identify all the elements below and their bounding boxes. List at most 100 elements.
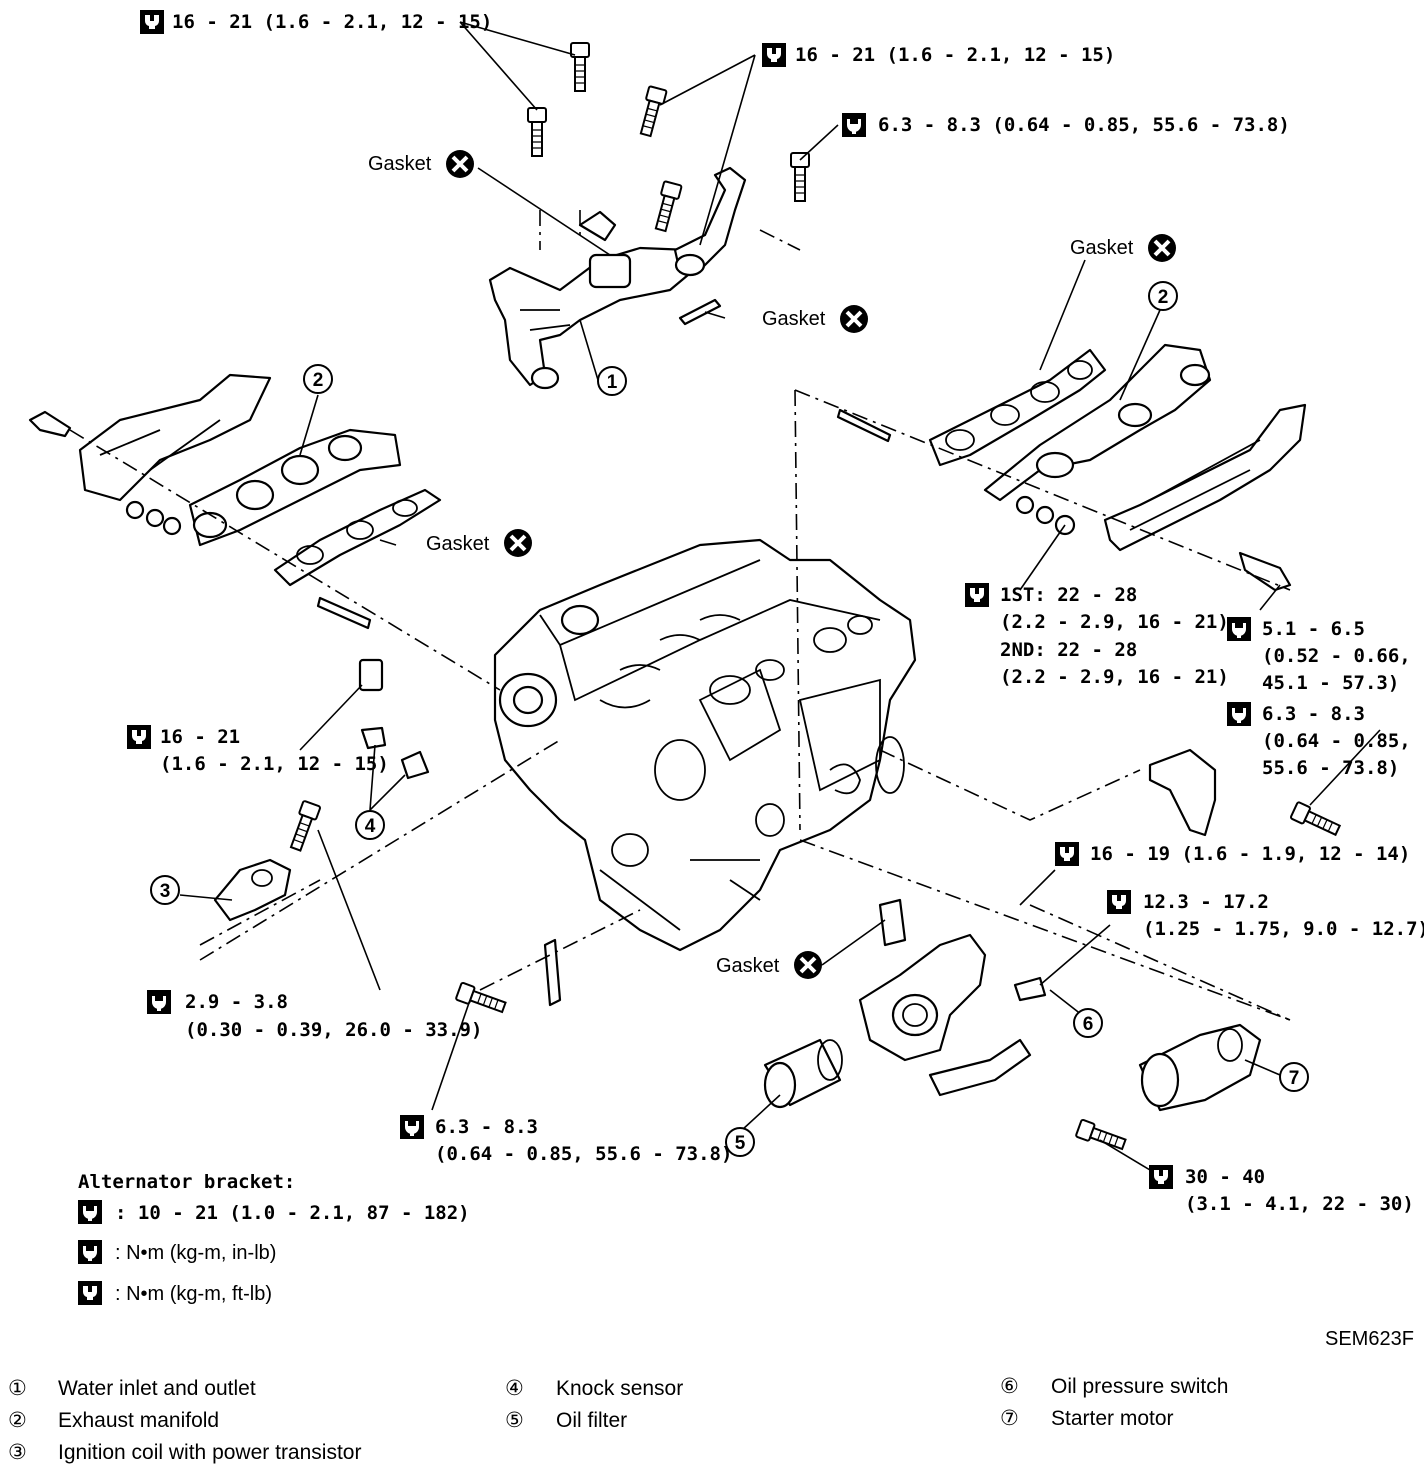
bolt-top-2 — [570, 42, 590, 92]
alternator-bracket-title: Alternator bracket: — [78, 1171, 295, 1193]
callout-1: 1 — [597, 366, 627, 396]
leader-lines — [179, 21, 1381, 1171]
torque-right-1619: 16 - 19 (1.6 - 1.9, 12 - 14) — [1090, 843, 1410, 865]
torque-left-16-b: (1.6 - 2.1, 12 - 15) — [160, 753, 389, 775]
svg-text:5: 5 — [735, 1133, 746, 1154]
knock-sensor — [358, 658, 430, 780]
torque-starter-30-b: (3.1 - 4.1, 22 - 30) — [1185, 1193, 1414, 1215]
gasket-label: Gasket — [368, 153, 432, 175]
bolt-top-4 — [650, 180, 683, 234]
torque-right-1st: 1ST: 22 - 28 — [1000, 584, 1137, 606]
torque-ftlb-icon — [1149, 1165, 1173, 1189]
engine-block — [493, 538, 917, 952]
torque-bottom-63: 6.3 - 8.3 — [435, 1116, 538, 1138]
bolt-top-5 — [790, 152, 810, 202]
torque-right-2nd: 2ND: 22 - 28 — [1000, 639, 1137, 661]
legend-text: Starter motor — [1051, 1407, 1174, 1430]
legend-text: Water inlet and outlet — [58, 1377, 256, 1400]
unit-inlb: : N•m (kg-m, in-lb) — [115, 1242, 276, 1264]
torque-inlb-icon — [400, 1115, 424, 1139]
bolt-top-3 — [635, 85, 668, 139]
torque-ftlb-icon — [140, 10, 164, 34]
svg-text:7: 7 — [1289, 1068, 1300, 1089]
torque-right-51: 5.1 - 6.5 — [1262, 618, 1365, 640]
torque-inlb-icon — [842, 113, 866, 137]
gasket-label: Gasket — [762, 308, 826, 330]
svg-text:4: 4 — [365, 816, 376, 837]
legend: ① Water inlet and outlet ② Exhaust manif… — [8, 1375, 1228, 1464]
torque-right-1st-b: (2.2 - 2.9, 16 - 21) — [1000, 611, 1229, 633]
torque-right-2nd-b: (2.2 - 2.9, 16 - 21) — [1000, 666, 1229, 688]
gasket-label: Gasket — [426, 533, 490, 555]
torque-top-small: 6.3 - 8.3 (0.64 - 0.85, 55.6 - 73.8) — [878, 114, 1290, 136]
torque-ftlb-icon — [1055, 842, 1079, 866]
legend-mark: ⑦ — [1000, 1407, 1019, 1430]
water-inlet-outlet — [488, 166, 747, 390]
bolt-top-1 — [527, 107, 547, 157]
svg-text:2: 2 — [313, 370, 324, 391]
svg-text:3: 3 — [160, 881, 171, 902]
exhaust-manifold-left — [28, 373, 442, 630]
gasket-icon — [838, 303, 870, 335]
torque-ftlb-icon — [965, 583, 989, 607]
legend-mark: ④ — [505, 1377, 524, 1400]
legend-text: Knock sensor — [556, 1377, 683, 1400]
legend-text: Oil pressure switch — [1051, 1375, 1228, 1398]
torque-left-16: 16 - 21 — [160, 726, 240, 748]
unit-ftlb: : N•m (kg-m, ft-lb) — [115, 1283, 272, 1305]
legend-text: Exhaust manifold — [58, 1409, 219, 1432]
torque-top-left: 16 - 21 (1.6 - 2.1, 12 - 15) — [172, 11, 492, 33]
callout-5: 5 — [725, 1127, 755, 1157]
torque-right-123-b: (1.25 - 1.75, 9.0 - 12.7) — [1143, 918, 1424, 940]
torque-bottom-63-b: (0.64 - 0.85, 55.6 - 73.8) — [435, 1143, 732, 1165]
ignition-coil — [213, 799, 322, 922]
torque-right-63-c: 55.6 - 73.8) — [1262, 757, 1399, 779]
legend-text: Oil filter — [556, 1409, 627, 1432]
center-lines — [69, 210, 1291, 1021]
torque-inlb-icon — [1227, 702, 1251, 726]
torque-right-63: 6.3 - 8.3 — [1262, 703, 1365, 725]
torque-inlb-icon — [147, 990, 171, 1014]
callout-2-left: 2 — [303, 364, 333, 394]
gasket-icon — [792, 949, 824, 981]
torque-right-123: 12.3 - 17.2 — [1143, 891, 1269, 913]
torque-starter-30: 30 - 40 — [1185, 1166, 1265, 1188]
figure-code: SEM623F — [1325, 1328, 1414, 1350]
legend-mark: ① — [8, 1377, 27, 1400]
torque-ftlb-icon — [78, 1281, 102, 1305]
torque-inlb-icon — [1227, 617, 1251, 641]
callout-6: 6 — [1073, 1008, 1103, 1038]
torque-right-51-c: 45.1 - 57.3) — [1262, 672, 1399, 694]
torque-ftlb-icon — [762, 43, 786, 67]
gasket-icon — [502, 527, 534, 559]
exhaust-manifold-right — [836, 343, 1307, 592]
legend-text: Ignition coil with power transistor — [58, 1441, 361, 1464]
torque-right-63-b: (0.64 - 0.85, — [1262, 730, 1411, 752]
callout-4: 4 — [355, 810, 385, 840]
torque-left-29-b: (0.30 - 0.39, 26.0 - 33.9) — [185, 1019, 482, 1041]
callout-2-right: 2 — [1148, 281, 1178, 311]
alternator-bracket — [454, 748, 1343, 1017]
torque-inlb-icon — [78, 1200, 102, 1224]
legend-mark: ⑤ — [505, 1409, 524, 1432]
gasket-label: Gasket — [1070, 237, 1134, 259]
svg-text:6: 6 — [1083, 1014, 1094, 1035]
callout-7: 7 — [1279, 1062, 1309, 1092]
legend-mark: ⑥ — [1000, 1375, 1019, 1398]
torque-ftlb-icon — [127, 725, 151, 749]
legend-mark: ③ — [8, 1441, 27, 1464]
svg-text:2: 2 — [1158, 287, 1169, 308]
callout-3: 3 — [150, 875, 180, 905]
torque-right-51-b: (0.52 - 0.66, — [1262, 645, 1411, 667]
gasket-icon — [444, 148, 476, 180]
oil-filter-bracket — [858, 898, 1032, 1097]
torque-top-right: 16 - 21 (1.6 - 2.1, 12 - 15) — [795, 44, 1115, 66]
svg-text:1: 1 — [607, 372, 618, 393]
torque-inlb-icon — [78, 1240, 102, 1264]
oil-pressure-switch — [1013, 976, 1047, 1002]
torque-left-29: 2.9 - 3.8 — [185, 991, 288, 1013]
gasket-label: Gasket — [716, 955, 780, 977]
gasket-icon — [1146, 232, 1178, 264]
oil-filter — [763, 1038, 843, 1109]
